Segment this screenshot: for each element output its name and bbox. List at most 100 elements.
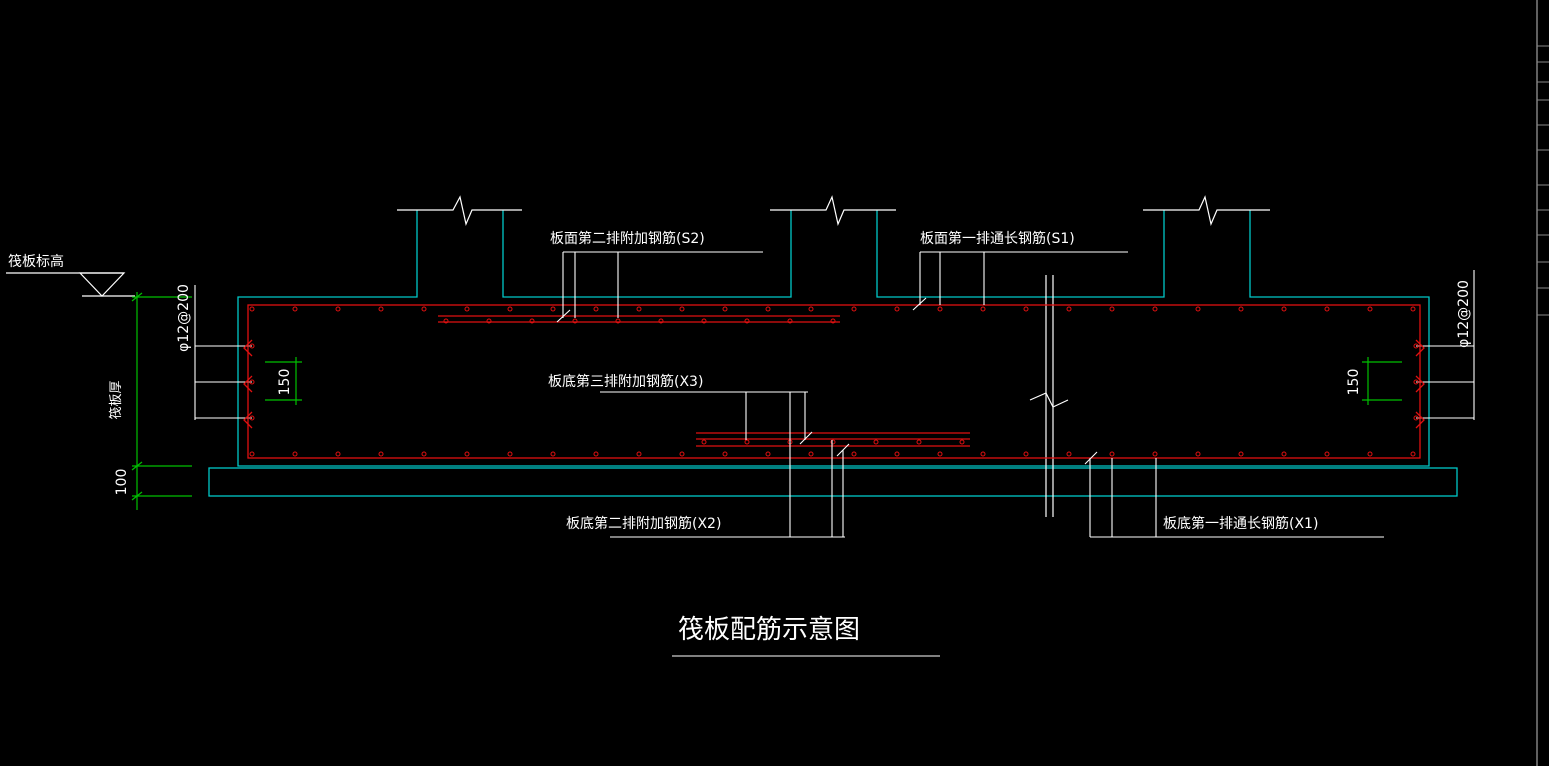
rebar-dot-top [292, 306, 298, 312]
rebar-dot-bottom [1410, 451, 1416, 457]
rebar-dot-bottom [1238, 451, 1244, 457]
rebar-dot-bottom [808, 451, 814, 457]
rebar-spec-left-label: φ12@200 [176, 284, 192, 352]
rebar-dot-bottom [464, 451, 470, 457]
concrete-outline [208, 210, 1458, 497]
rebar-dot-top [1367, 306, 1373, 312]
rebar-dot-top [980, 306, 986, 312]
rebar-dot-top [636, 306, 642, 312]
rebar-dot-bottom [593, 451, 599, 457]
rebar-dot-top-add [744, 318, 750, 324]
bottom-third-row-label: 板底第三排附加钢筋(X3) [548, 373, 703, 390]
rebar-dot-bottom [1195, 451, 1201, 457]
rebar-dot-top [1023, 306, 1029, 312]
rebar-dot-top-add [830, 318, 836, 324]
bottom-second-row-label: 板底第二排附加钢筋(X2) [566, 515, 721, 532]
rebar-dot-side [249, 343, 255, 349]
rebar-dot-top [335, 306, 341, 312]
rebar-dot-bottom [292, 451, 298, 457]
rebar-dot-top [722, 306, 728, 312]
rebar-dot-top [1410, 306, 1416, 312]
rebar-dot-top [808, 306, 814, 312]
rebar-dot-bottom [851, 451, 857, 457]
rebar-dot-bottom-add [744, 439, 750, 445]
raft-thickness-label: 筏板厚 [108, 380, 124, 419]
rebar-dot-top-add [658, 318, 664, 324]
rebar-dot-bottom [249, 451, 255, 457]
rebar-dot-top-add [701, 318, 707, 324]
rebar-dot-top-add [787, 318, 793, 324]
rebar-dot-top [1324, 306, 1330, 312]
rebar-dot-bottom [722, 451, 728, 457]
rebar-dot-bottom [1023, 451, 1029, 457]
rebar-dot-top [249, 306, 255, 312]
rebar-dot-top [679, 306, 685, 312]
annotation-leaders [556, 251, 1384, 538]
rebar-dot-bottom [765, 451, 771, 457]
rebar-dot-bottom [1152, 451, 1158, 457]
rebar-dot-top [1238, 306, 1244, 312]
rebar-dot-top [1109, 306, 1115, 312]
rebar-dot-bottom-add [916, 439, 922, 445]
rebar-dots [249, 306, 1419, 457]
rebar-dot-bottom [378, 451, 384, 457]
top-second-row-label: 板面第二排附加钢筋(S2) [550, 230, 705, 247]
rebar-dot-bottom [894, 451, 900, 457]
rebar-dot-top-add [615, 318, 621, 324]
rebar-dot-top [1281, 306, 1287, 312]
rebar-dot-top [593, 306, 599, 312]
rebar-dot-bottom [1324, 451, 1330, 457]
spacing-right-label: 150 [1346, 369, 1362, 396]
rebar-dot-top [1152, 306, 1158, 312]
rebar-dot-top-add [529, 318, 535, 324]
rebar-dot-top [378, 306, 384, 312]
rebar-dot-top-add [443, 318, 449, 324]
rebar-dot-top-add [486, 318, 492, 324]
rebar-dot-top [894, 306, 900, 312]
cushion-thickness-label: 100 [114, 469, 130, 496]
raft-elevation-label: 筏板标高 [8, 253, 64, 270]
rebar-dot-bottom-add [701, 439, 707, 445]
rebar-dot-bottom [1109, 451, 1115, 457]
spacing-left-label: 150 [277, 369, 293, 396]
rebar-cage [243, 304, 1425, 459]
rebar-dot-side [1413, 343, 1419, 349]
rebar-dot-top-add [572, 318, 578, 324]
rebar-dot-top [1195, 306, 1201, 312]
thickness-dimension [131, 292, 192, 510]
rebar-dot-top [550, 306, 556, 312]
drawing-title: 筏板配筋示意图 [678, 615, 860, 645]
elevation-symbol [6, 272, 135, 297]
rebar-dot-bottom [507, 451, 513, 457]
rebar-dot-top [421, 306, 427, 312]
rebar-dot-bottom [421, 451, 427, 457]
rebar-dot-top [765, 306, 771, 312]
side-leaders-right [1416, 270, 1475, 420]
rebar-dot-bottom [980, 451, 986, 457]
rebar-dot-top [851, 306, 857, 312]
rebar-dot-side [1413, 415, 1419, 421]
top-first-row-label: 板面第一排通长钢筋(S1) [920, 230, 1075, 247]
rebar-spec-right-label: φ12@200 [1456, 280, 1472, 348]
column-break-symbols [397, 195, 1270, 517]
rebar-dot-bottom [1367, 451, 1373, 457]
rebar-dot-top [464, 306, 470, 312]
side-panel [1536, 0, 1549, 766]
bottom-first-row-label: 板底第一排通长钢筋(X1) [1163, 515, 1318, 532]
rebar-dot-side [249, 415, 255, 421]
rebar-dot-side [249, 379, 255, 385]
rebar-dot-bottom-add [873, 439, 879, 445]
rebar-dot-bottom [335, 451, 341, 457]
rebar-dot-bottom [937, 451, 943, 457]
rebar-dot-bottom-add [830, 439, 836, 445]
rebar-dot-bottom [1066, 451, 1072, 457]
spacing-dimension-left [265, 357, 302, 405]
rebar-dot-bottom-add [959, 439, 965, 445]
rebar-dot-bottom [679, 451, 685, 457]
rebar-dot-side [1413, 379, 1419, 385]
rebar-dot-top [1066, 306, 1072, 312]
side-leaders-left [194, 285, 252, 420]
rebar-dot-top [937, 306, 943, 312]
rebar-dot-top [507, 306, 513, 312]
